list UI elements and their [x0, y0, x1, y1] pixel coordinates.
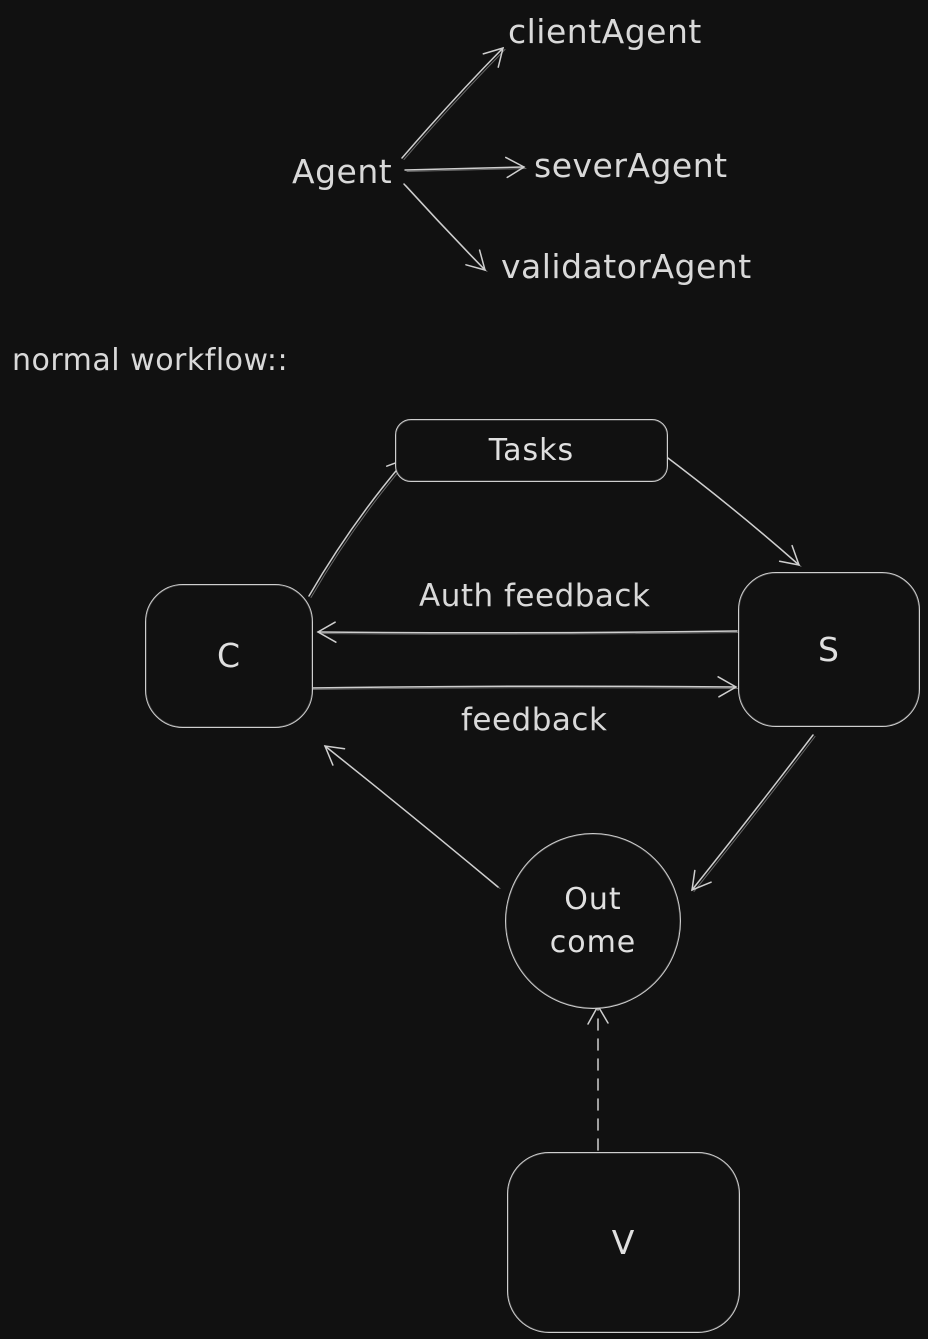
node-validator-label: V [611, 1222, 636, 1262]
edge-label-auth-feedback: Auth feedback [419, 578, 651, 614]
edge-agent-to-severagent [404, 156, 526, 179]
node-tasks: Tasks [395, 419, 668, 482]
node-outcome-label: Out come [550, 878, 637, 965]
node-outcome-label-line2: come [549, 925, 637, 960]
agent-root-label: Agent [292, 152, 393, 191]
edge-label-feedback: feedback [461, 702, 608, 738]
edge-outcome-to-c [323, 745, 499, 888]
agent-child-server-label: severAgent [534, 146, 728, 185]
node-client-label: C [216, 636, 242, 676]
node-tasks-label: Tasks [488, 432, 575, 468]
node-client: C [145, 584, 313, 728]
edge-agent-to-validatoragent [403, 183, 487, 272]
node-outcome: Out come [505, 833, 681, 1009]
agent-child-client-label: clientAgent [508, 12, 702, 51]
edge-c-to-tasks [308, 457, 407, 597]
node-outcome-label-line1: Out [564, 881, 622, 917]
edge-s-to-outcome [691, 734, 814, 892]
edge-c-to-s-feedback [310, 676, 738, 698]
section-heading: normal workflow:: [12, 343, 289, 378]
edge-agent-to-clientagent [401, 46, 505, 159]
node-server: S [738, 572, 920, 727]
edge-s-to-c-auth-feedback [316, 621, 738, 643]
node-server-label: S [818, 629, 840, 669]
edge-tasks-to-s [659, 451, 801, 566]
agent-child-validator-label: validatorAgent [501, 247, 752, 286]
node-validator: V [507, 1152, 740, 1333]
